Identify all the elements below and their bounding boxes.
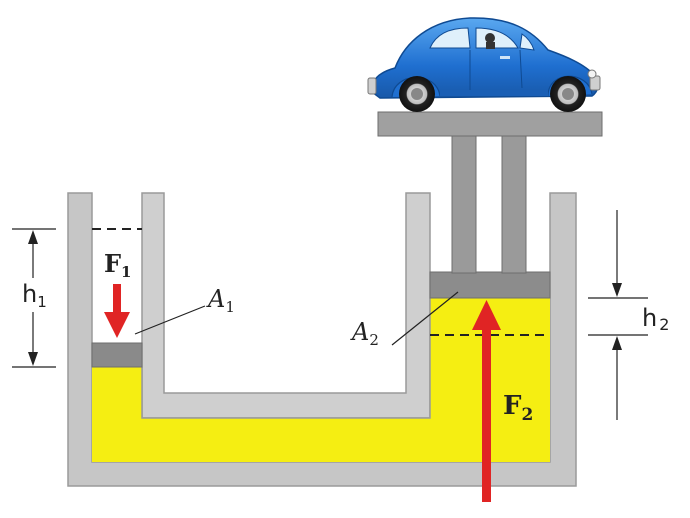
- F1-label: F1: [104, 249, 131, 281]
- force-F2-arrow: [472, 300, 501, 502]
- piston-rod-right: [501, 135, 527, 274]
- lift-platform: [377, 111, 603, 137]
- h1-label: h1: [22, 280, 47, 311]
- container-inner-divider: [141, 192, 431, 419]
- F2-label: F2: [503, 391, 533, 425]
- A1-label: A1: [206, 285, 235, 316]
- A1-leader-line: [134, 305, 206, 335]
- h2-dimension: [588, 210, 648, 420]
- small-piston: [91, 342, 143, 368]
- large-piston-assembly: [377, 111, 603, 299]
- large-piston: [429, 271, 551, 299]
- vw-beetle-car-icon: [367, 17, 601, 112]
- A2-label: A2: [350, 318, 379, 349]
- A2-leader-line: [391, 291, 459, 346]
- force-F1-arrow: [104, 284, 130, 338]
- container-outer-wall: [67, 192, 577, 487]
- piston-rod-left: [451, 135, 477, 274]
